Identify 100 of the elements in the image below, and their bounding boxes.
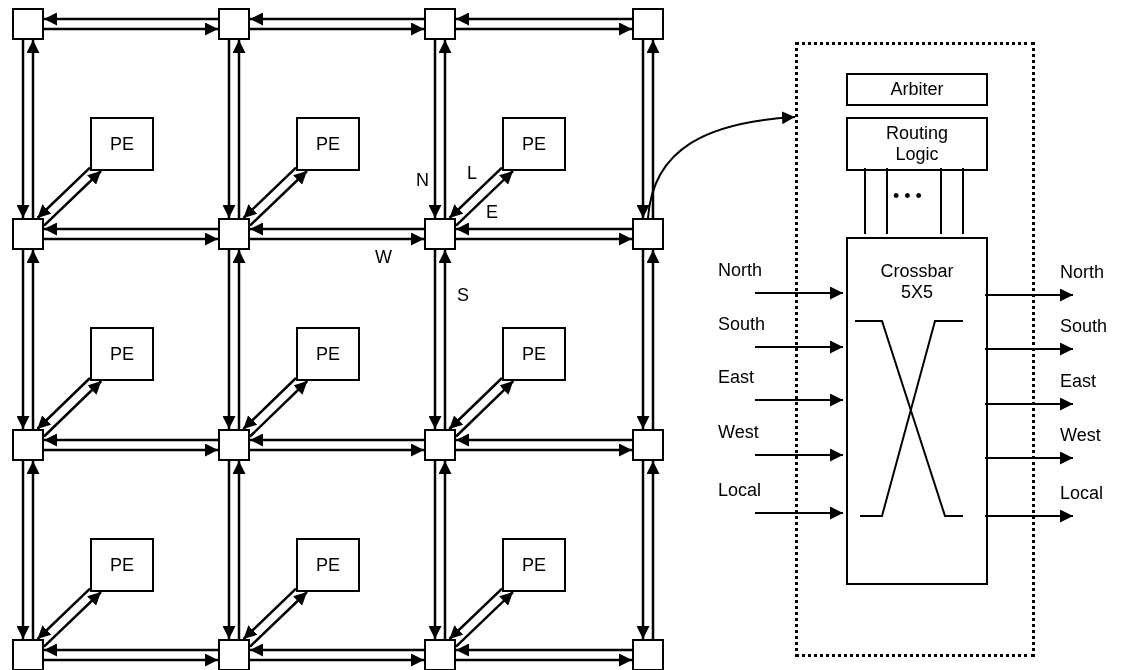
box-label: PE — [110, 554, 134, 576]
routing-logic-box — [846, 117, 988, 171]
arrow — [16, 250, 30, 429]
arrow — [754, 340, 844, 354]
arrow — [984, 509, 1074, 523]
arrow — [250, 653, 424, 667]
arrow — [249, 380, 309, 438]
arrow — [428, 250, 442, 429]
arrow — [456, 232, 632, 246]
router-box — [12, 8, 44, 40]
box-label: Routing Logic — [884, 123, 949, 165]
port-label: E — [486, 202, 498, 223]
arrow — [448, 377, 503, 430]
box-label: PE — [110, 133, 134, 155]
router-box — [424, 429, 456, 461]
connector-line — [886, 167, 888, 235]
arrow — [456, 222, 632, 236]
arrow — [26, 250, 40, 429]
arrow — [448, 166, 503, 219]
arrow — [456, 22, 632, 36]
router-box — [632, 639, 664, 670]
arrow — [984, 397, 1074, 411]
crossbar-box — [846, 237, 988, 585]
arrow — [250, 22, 424, 36]
arrow — [232, 461, 246, 639]
arrow — [438, 461, 452, 639]
arrow — [456, 12, 632, 26]
router-box — [632, 218, 664, 250]
arbiter-box — [846, 73, 988, 106]
arrow — [232, 40, 246, 218]
arrow — [249, 591, 308, 648]
arrow — [44, 653, 218, 667]
arrow — [36, 166, 91, 219]
arrow — [646, 250, 660, 429]
arrow — [44, 433, 218, 447]
router-box — [424, 639, 456, 670]
arrow — [26, 461, 40, 639]
arrow — [754, 448, 844, 462]
arrow — [26, 40, 40, 218]
box-label: PE — [522, 554, 546, 576]
arrow — [222, 40, 236, 218]
arrow — [428, 461, 442, 639]
processing-element-box — [296, 538, 360, 592]
arrow — [232, 250, 246, 429]
arrow — [222, 250, 236, 429]
arrow — [44, 222, 218, 236]
arrow — [36, 587, 91, 640]
box-label: PE — [316, 133, 340, 155]
arrow — [456, 643, 632, 657]
arrow — [250, 12, 424, 26]
router-box — [12, 218, 44, 250]
port-label: S — [457, 285, 469, 306]
box-label: Arbiter — [890, 79, 944, 100]
router-detail-outline — [795, 42, 1035, 657]
router-box — [218, 639, 250, 670]
arrow — [43, 591, 102, 648]
port-label: N — [416, 170, 429, 191]
ellipsis-label: • • • — [893, 186, 922, 207]
arrow — [455, 591, 514, 648]
arrow — [43, 380, 103, 438]
arrow — [647, 111, 796, 219]
arrow — [646, 40, 660, 218]
arrow — [44, 443, 218, 457]
processing-element-box — [502, 327, 566, 381]
arrow — [250, 222, 424, 236]
arrow — [636, 40, 650, 218]
processing-element-box — [90, 538, 154, 592]
arrow — [448, 587, 503, 640]
arrow — [44, 232, 218, 246]
router-box — [12, 639, 44, 670]
router-box — [424, 8, 456, 40]
arrow — [754, 286, 844, 300]
router-box — [632, 429, 664, 461]
router-box — [218, 429, 250, 461]
arrow — [636, 461, 650, 639]
arrow — [250, 433, 424, 447]
arrow — [984, 288, 1074, 302]
arrow — [456, 443, 632, 457]
connector-line — [962, 167, 964, 235]
connector-line — [940, 167, 942, 235]
arrow — [44, 643, 218, 657]
connector-line — [864, 167, 866, 235]
arrow — [242, 166, 297, 219]
router-box — [218, 8, 250, 40]
arrow — [456, 653, 632, 667]
processing-element-box — [90, 327, 154, 381]
processing-element-box — [502, 538, 566, 592]
arrow — [16, 461, 30, 639]
processing-element-box — [296, 117, 360, 171]
router-box — [12, 429, 44, 461]
box-label: PE — [522, 343, 546, 365]
port-label: L — [467, 163, 477, 184]
router-box — [632, 8, 664, 40]
arrow — [44, 12, 218, 26]
arrow — [438, 40, 452, 218]
arrow — [250, 232, 424, 246]
box-label: PE — [316, 343, 340, 365]
arrow — [36, 377, 91, 430]
arrow — [222, 461, 236, 639]
processing-element-box — [502, 117, 566, 171]
